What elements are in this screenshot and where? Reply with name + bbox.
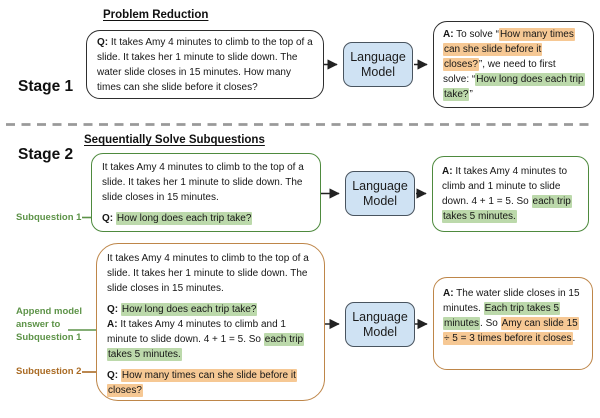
label-append-model-answer: Append model answer to Subquestion 1 (16, 306, 82, 343)
stage1-label: Stage 1 (18, 78, 74, 95)
sub1-answer-box: A: It takes Amy 4 minutes to climb and 1… (432, 156, 589, 232)
sub1-language-model-box: Language Model (345, 171, 415, 216)
sub2-language-model-label: Language Model (352, 309, 408, 339)
sub1-question-box: It takes Amy 4 minutes to climb to the t… (91, 153, 321, 232)
stage2-section-header: Sequentially Solve Subquestions (84, 134, 265, 146)
stage1-language-model-box: Language Model (343, 42, 413, 87)
label-subquestion-2: Subquestion 2 (16, 366, 82, 377)
stage1-answer-box: A: To solve “How many times can she slid… (433, 21, 594, 108)
sub2-language-model-box: Language Model (345, 302, 415, 347)
stage1-question-box: Q: It takes Amy 4 minutes to climb to th… (86, 30, 324, 99)
label-subquestion-1: Subquestion 1 (16, 212, 82, 223)
stage1-language-model-label: Language Model (350, 49, 406, 79)
sub2-answer-box: A: The water slide closes in 15 minutes.… (433, 277, 593, 370)
stage2-label: Stage 2 (18, 146, 74, 163)
stage1-section-header: Problem Reduction (103, 9, 209, 21)
sub2-question-box: It takes Amy 4 minutes to climb to the t… (96, 243, 325, 401)
sub1-language-model-label: Language Model (352, 178, 408, 208)
